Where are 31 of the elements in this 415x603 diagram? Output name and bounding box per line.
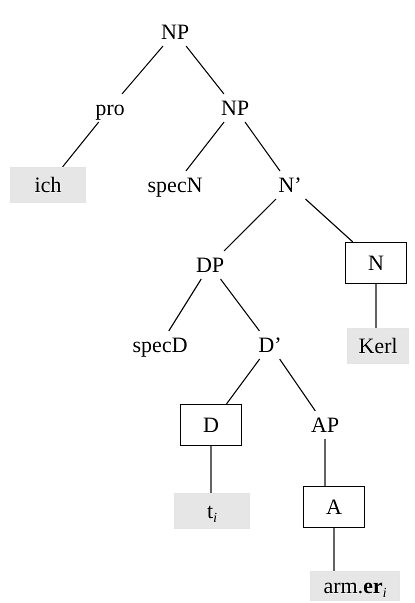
tree-branch: [226, 358, 260, 404]
tree-branch: [210, 446, 212, 493]
tree-branch: [375, 284, 377, 328]
tree-branch: [185, 122, 225, 172]
tree-branch: [333, 528, 335, 571]
shaded-node: Kerl: [347, 328, 409, 364]
node-label: D’: [252, 331, 288, 359]
node-label: NP: [153, 18, 197, 46]
tree-branch: [305, 198, 354, 242]
tree-branch: [122, 46, 164, 94]
shaded-node: t$_{i}$: [174, 493, 250, 529]
tree-branch: [220, 278, 260, 332]
node-label: specD: [125, 331, 195, 359]
tree-branch: [324, 439, 326, 486]
shaded-node: arm.er$_{i}$: [310, 571, 400, 601]
tree-branch: [224, 198, 276, 252]
node-label: DP: [188, 251, 232, 279]
boxed-node: A: [303, 486, 365, 528]
tree-branch: [62, 122, 100, 168]
node-label: N’: [272, 171, 308, 199]
tree-branch: [244, 122, 280, 172]
node-label: pro: [90, 94, 130, 122]
node-label: NP: [213, 94, 257, 122]
tree-branch: [279, 358, 316, 412]
tree-branch: [168, 278, 202, 332]
node-label: specN: [140, 171, 210, 199]
node-label: AP: [303, 411, 347, 439]
boxed-node: D: [180, 404, 242, 446]
boxed-node: N: [345, 242, 407, 284]
shaded-node: ich: [10, 167, 86, 203]
tree-branch: [186, 46, 224, 94]
